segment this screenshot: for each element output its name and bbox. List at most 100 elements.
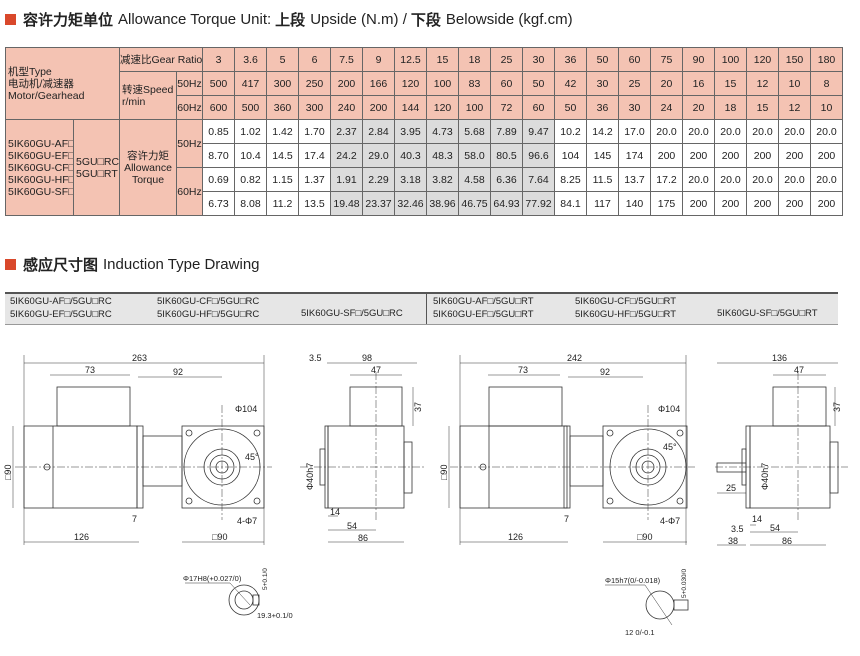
dim-14: 14	[330, 507, 340, 517]
torque-cell: 1.42	[266, 119, 299, 144]
torque-cell: 10.2	[554, 119, 587, 144]
torque-cell: 1.37	[298, 167, 331, 192]
torque-cell: 80.5	[490, 143, 523, 168]
torque-cell: 14.5	[266, 143, 299, 168]
torque-cell: 20.0	[746, 167, 779, 192]
speed-cell: 500	[234, 95, 267, 120]
speed-cell: 360	[266, 95, 299, 120]
torque-cell: 5.68	[458, 119, 491, 144]
speed-cell: 30	[586, 71, 619, 96]
speed-cell: 25	[618, 71, 651, 96]
torque-cell: 29.0	[362, 143, 395, 168]
torque-cell: 17.2	[650, 167, 683, 192]
torque-cell: 14.2	[586, 119, 619, 144]
rc-models-col3: 5IK60GU-SF□/5GU□RC	[301, 308, 403, 319]
torque-cell: 2.37	[330, 119, 363, 144]
gear-ratio-cell: 9	[362, 47, 395, 72]
speed-cell: 200	[362, 95, 395, 120]
dim-angle: 45°	[663, 442, 677, 452]
gear-ratio-cell: 7.5	[330, 47, 363, 72]
torque-cell: 0.82	[234, 167, 267, 192]
dim-motor: 126	[508, 532, 523, 542]
section-marker-icon	[5, 14, 16, 25]
dim-54: 54	[347, 521, 357, 531]
torque-cell: 32.46	[394, 191, 427, 216]
dim-motor: 126	[74, 532, 89, 542]
gear-ratio-cell: 75	[650, 47, 683, 72]
dim-angle: 45°	[245, 452, 259, 462]
dim-sq: □90	[439, 465, 449, 480]
gear-ratio-cell: 18	[458, 47, 491, 72]
torque-cell: 48.3	[426, 143, 459, 168]
torque-cell: 200	[810, 191, 843, 216]
torque-cell: 200	[746, 191, 779, 216]
dim-side-total: 136	[772, 353, 787, 363]
torque-cell: 200	[650, 143, 683, 168]
divider	[426, 294, 427, 324]
hz-50-label: 50Hz	[176, 119, 203, 168]
torque-cell: 40.3	[394, 143, 427, 168]
section-marker-icon	[5, 259, 16, 270]
dim-side-box-h: 37	[832, 402, 842, 412]
torque-cell: 1.15	[266, 167, 299, 192]
torque-cell: 4.58	[458, 167, 491, 192]
torque-cell: 200	[778, 191, 811, 216]
torque-cell: 7.89	[490, 119, 523, 144]
dim-total: 242	[567, 353, 582, 363]
dim-86: 86	[782, 536, 792, 546]
motor-models: 5IK60GU-AF□5IK60GU-EF□5IK60GU-CF□5IK60GU…	[5, 119, 74, 216]
dim-3-5: 3.5	[731, 524, 744, 534]
speed-cell: 166	[362, 71, 395, 96]
torque-cell: 1.02	[234, 119, 267, 144]
torque-cell: 23.37	[362, 191, 395, 216]
torque-cell: 20.0	[810, 119, 843, 144]
torque-cell: 0.69	[202, 167, 235, 192]
torque-cell: 38.96	[426, 191, 459, 216]
torque-cell: 175	[650, 191, 683, 216]
torque-cell: 3.82	[426, 167, 459, 192]
dim-flange: □90	[212, 532, 227, 542]
torque-cell: 4.73	[426, 119, 459, 144]
dim-pilot: Φ40h7	[760, 463, 770, 490]
torque-cell: 174	[618, 143, 651, 168]
dim-key-w: 5+0.030/0	[681, 569, 688, 598]
torque-cell: 6.36	[490, 167, 523, 192]
dim-key-w: 5+0.1/0	[262, 568, 269, 590]
dim-7: 7	[132, 514, 137, 524]
torque-cell: 20.0	[746, 119, 779, 144]
rc-front-view	[23, 386, 265, 509]
torque-cell: 20.0	[682, 119, 715, 144]
speed-cell: 250	[298, 71, 331, 96]
dim-holes: 4-Φ7	[237, 516, 257, 526]
dim-shaft: 25	[726, 483, 736, 493]
torque-cell: 58.0	[458, 143, 491, 168]
dim-side-box: 47	[371, 365, 381, 375]
torque-cell: 10.4	[234, 143, 267, 168]
speed-cell: 24	[650, 95, 683, 120]
torque-cell: 9.47	[522, 119, 555, 144]
gear-ratio-cell: 3	[202, 47, 235, 72]
gear-ratio-header: 减速比Gear Ratio	[119, 47, 203, 72]
gear-ratio-cell: 30	[522, 47, 555, 72]
dim-14: 14	[752, 514, 762, 524]
dim-side-total: 98	[362, 353, 372, 363]
speed-cell: 8	[810, 71, 843, 96]
section-drawing-title: 感应尺寸图 Induction Type Drawing	[5, 254, 260, 275]
rt-front-view	[459, 386, 688, 509]
speed-cell: 12	[746, 71, 779, 96]
dim-gear: 92	[600, 367, 610, 377]
torque-cell: 77.92	[522, 191, 555, 216]
torque-cell: 140	[618, 191, 651, 216]
torque-cell: 64.93	[490, 191, 523, 216]
gear-ratio-cell: 3.6	[234, 47, 267, 72]
torque-cell: 200	[714, 191, 747, 216]
